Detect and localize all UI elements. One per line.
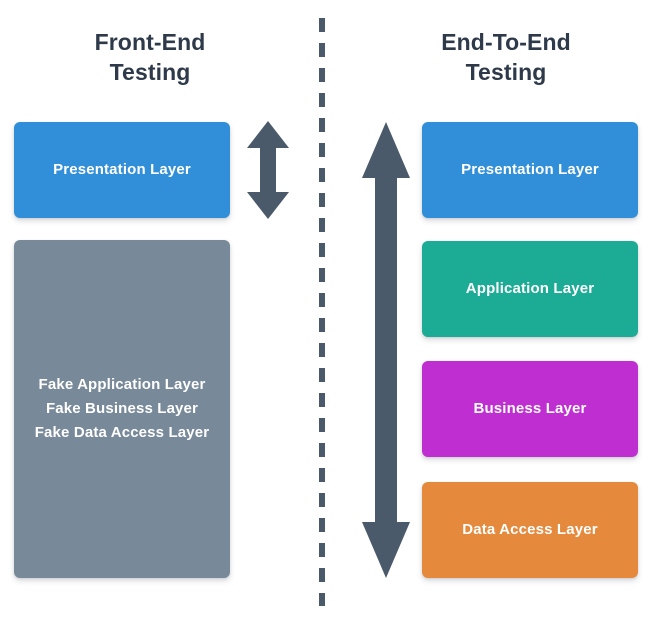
left-layer-fake-stack[interactable]: Fake Application Layer Fake Business Lay… — [14, 240, 230, 578]
vertical-dashed-divider — [319, 18, 325, 606]
right-layer-business[interactable]: Business Layer — [422, 361, 638, 457]
column-title-front-end-testing: Front-End Testing — [94, 29, 206, 86]
right-layer-data-access[interactable]: Data Access Layer — [422, 482, 638, 578]
column-title-end-to-end-testing: End-To-End Testing — [441, 29, 571, 86]
right-layer-presentation[interactable]: Presentation Layer — [422, 122, 638, 218]
double-headed-arrow-long-icon — [362, 122, 410, 578]
right-layer-application[interactable]: Application Layer — [422, 241, 638, 337]
double-headed-arrow-short-icon — [247, 121, 289, 219]
left-layer-presentation[interactable]: Presentation Layer — [14, 122, 230, 218]
